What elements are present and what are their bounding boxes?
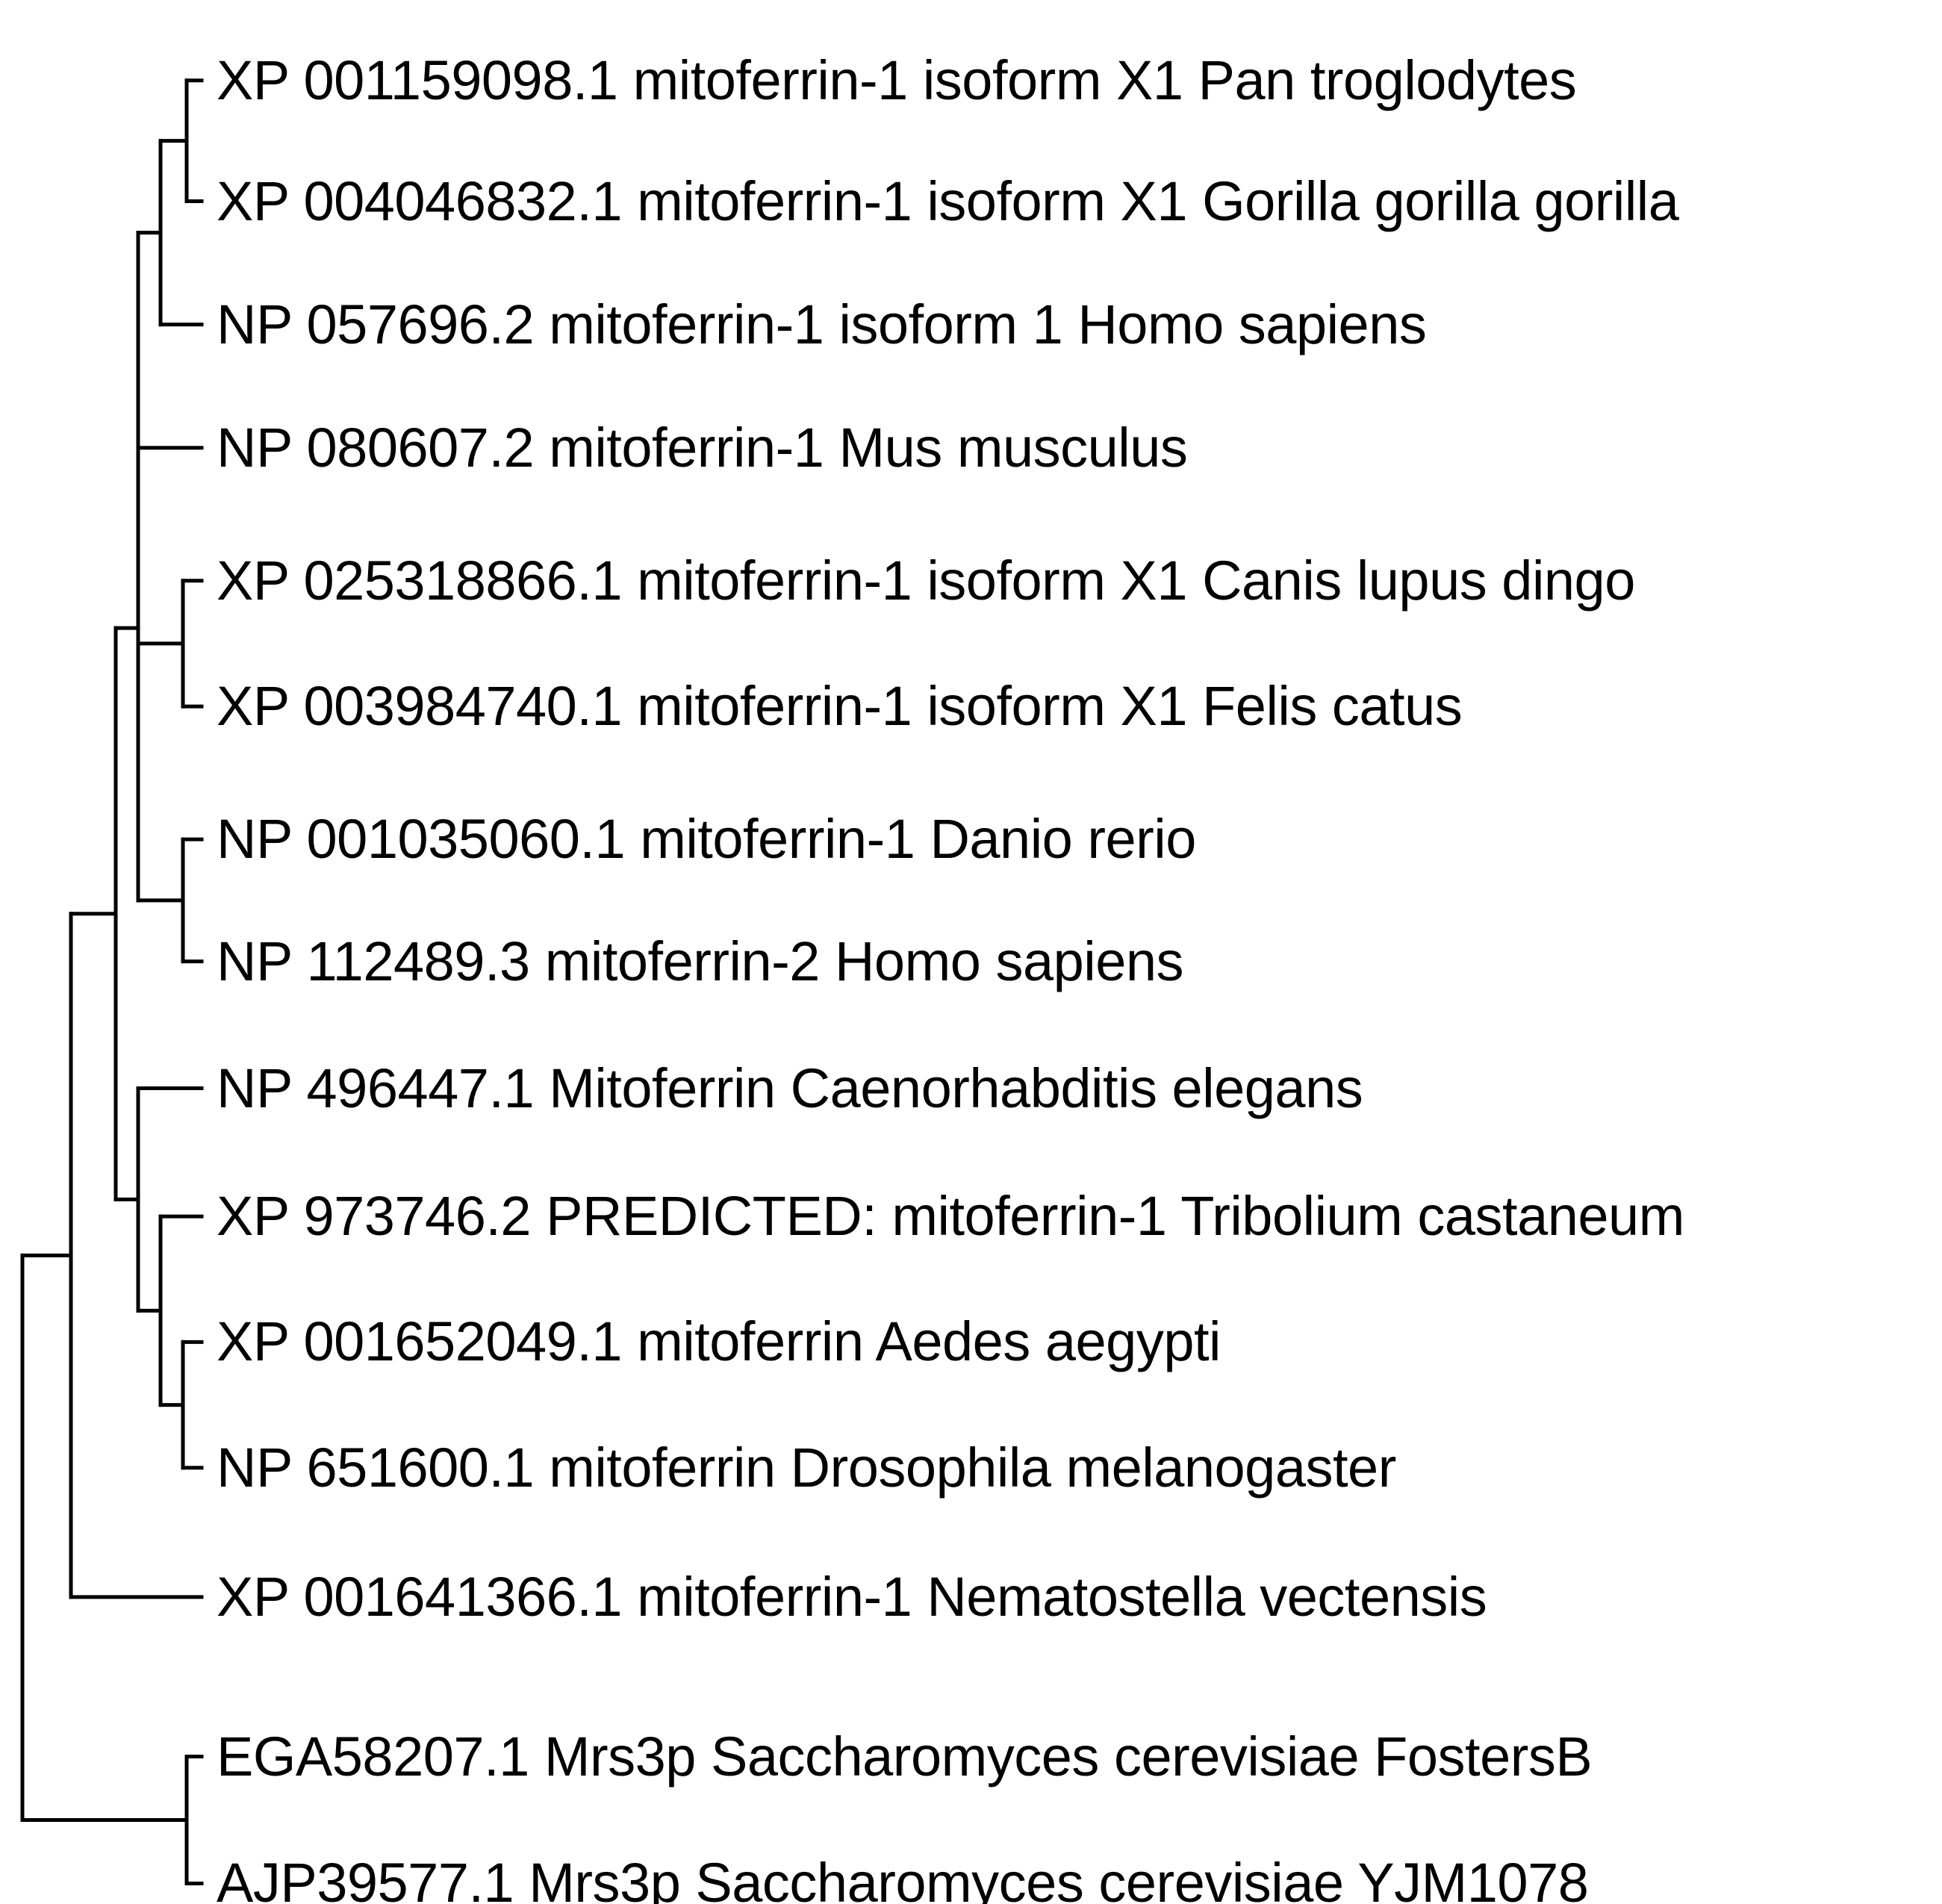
taxon-label-leaf-7: NP 112489.3 mitoferrin-2 Homo sapiens: [217, 930, 1184, 992]
taxon-label-leaf-13: EGA58207.1 Mrs3p Saccharomyces cerevisia…: [217, 1725, 1593, 1788]
taxon-label-leaf-9: XP 973746.2 PREDICTED: mitoferrin-1 Trib…: [217, 1185, 1684, 1248]
taxon-label-leaf-6: NP 001035060.1 mitoferrin-1 Danio rerio: [217, 808, 1196, 871]
taxon-label-leaf-10: XP 001652049.1 mitoferrin Aedes aegypti: [217, 1310, 1221, 1373]
taxon-label-leaf-14: AJP39577.1 Mrs3p Saccharomyces cerevisia…: [217, 1852, 1589, 1904]
taxon-label-leaf-2: NP 057696.2 mitoferrin-1 isoform 1 Homo …: [217, 293, 1427, 355]
taxon-label-leaf-4: XP 025318866.1 mitoferrin-1 isoform X1 C…: [217, 549, 1635, 612]
taxon-label-leaf-3: NP 080607.2 mitoferrin-1 Mus musculus: [217, 416, 1188, 479]
taxon-label-leaf-0: XP 001159098.1 mitoferrin-1 isoform X1 P…: [217, 49, 1577, 111]
taxon-label-leaf-12: XP 001641366.1 mitoferrin-1 Nematostella…: [217, 1565, 1487, 1628]
taxon-label-leaf-8: NP 496447.1 Mitoferrin Caenorhabditis el…: [217, 1057, 1363, 1119]
taxon-label-leaf-11: NP 651600.1 mitoferrin Drosophila melano…: [217, 1436, 1396, 1499]
taxon-label-leaf-1: XP 004046832.1 mitoferrin-1 isoform X1 G…: [217, 169, 1679, 232]
taxon-label-leaf-5: XP 003984740.1 mitoferrin-1 isoform X1 F…: [217, 675, 1463, 738]
